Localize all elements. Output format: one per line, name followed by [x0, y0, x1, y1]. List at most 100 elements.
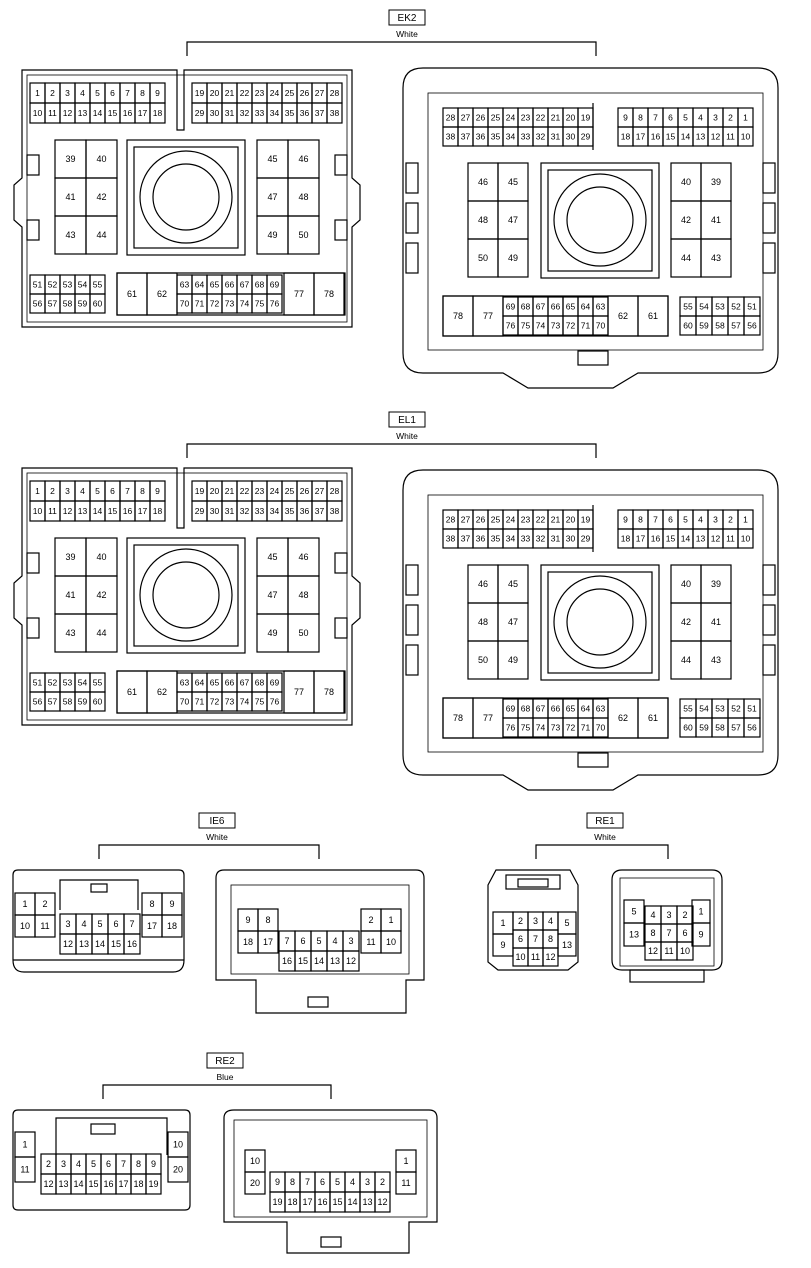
pin-number: 34: [506, 132, 516, 142]
pin-number: 54: [699, 302, 709, 312]
connector-housing: [13, 69, 361, 328]
pin-number: 66: [225, 678, 235, 688]
pin-number: 18: [153, 506, 163, 516]
pin-number: 56: [33, 299, 43, 309]
pin-number: 28: [330, 88, 340, 98]
pin-number: 24: [270, 486, 280, 496]
pin-cell: [743, 315, 761, 336]
pin-number: 51: [747, 302, 757, 312]
pin-number: 17: [147, 921, 157, 931]
pin-number: 39: [65, 154, 75, 164]
pin-number: 6: [110, 88, 115, 98]
pin-number: 50: [298, 628, 308, 638]
pin-number: 13: [78, 108, 88, 118]
pin-number: 1: [743, 113, 748, 123]
pin-number: 9: [698, 930, 703, 940]
pin-number: 49: [267, 628, 277, 638]
pin-number: 70: [180, 299, 190, 309]
pin-cell: [342, 950, 360, 972]
pin-number: 68: [521, 302, 531, 312]
pin-number: 76: [270, 697, 280, 707]
latch: [26, 617, 40, 639]
pin-number: 62: [157, 289, 167, 299]
pin-number: 4: [548, 916, 553, 926]
pin-number: 8: [140, 486, 145, 496]
pin-number: 77: [294, 289, 304, 299]
pin-number: 13: [629, 930, 639, 940]
pin-number: 17: [636, 534, 646, 544]
pin-number: 6: [518, 934, 523, 944]
terminal-frame: [126, 139, 246, 256]
pin-number: 16: [127, 939, 137, 949]
pin-number: 5: [631, 907, 636, 917]
pin-number: 16: [651, 534, 661, 544]
pin-number: 42: [96, 590, 106, 600]
pin-number: 20: [210, 88, 220, 98]
pin-number: 51: [33, 678, 43, 688]
pin-number: 65: [566, 704, 576, 714]
pin-cell: [637, 295, 669, 337]
pin-number: 46: [478, 177, 488, 187]
pin-number: 20: [210, 486, 220, 496]
pin-number: 14: [681, 534, 691, 544]
connector-code: RE1: [595, 816, 615, 827]
pin-number: 35: [285, 506, 295, 516]
pin-number: 54: [78, 678, 88, 688]
pin-number: 55: [93, 280, 103, 290]
bottom-tab: [577, 350, 609, 366]
connector-housing: [12, 1109, 191, 1211]
bottom-tab: [629, 969, 705, 983]
pin-number: 2: [42, 899, 47, 909]
pin-number: 12: [43, 1179, 53, 1189]
terminal-frame-inner: [133, 146, 239, 249]
pin-number: 17: [263, 937, 273, 947]
pin-number: 37: [315, 506, 325, 516]
pin-number: 25: [285, 88, 295, 98]
terminal-outer-circle: [553, 173, 647, 267]
connector-housing: [487, 869, 579, 971]
pin-number: 6: [682, 928, 687, 938]
pin-number: 50: [478, 253, 488, 263]
pin-number: 75: [521, 723, 531, 733]
side-tab: [405, 242, 419, 274]
pin-number: 68: [521, 704, 531, 714]
pin-number: 66: [551, 704, 561, 714]
pin-number: 8: [548, 934, 553, 944]
pin-number: 9: [623, 113, 628, 123]
pin-number: 18: [243, 937, 253, 947]
terminal-frame-inner: [133, 544, 239, 647]
pin-number: 4: [80, 88, 85, 98]
terminal-inner-circle: [566, 186, 634, 254]
pin-number: 1: [698, 907, 703, 917]
pin-number: 4: [698, 515, 703, 525]
pin-number: 16: [282, 956, 292, 966]
pin-number: 12: [63, 506, 73, 516]
pin-number: 12: [648, 946, 658, 956]
connector-housing: [402, 67, 779, 389]
pin-number: 39: [711, 177, 721, 187]
terminal-frame: [126, 537, 246, 654]
pin-number: 3: [61, 1159, 66, 1169]
pin-number: 27: [461, 515, 471, 525]
pin-number: 48: [298, 192, 308, 202]
pin-number: 9: [155, 88, 160, 98]
pin-cell: [89, 293, 106, 314]
pin-number: 61: [648, 713, 658, 723]
pin-number: 32: [536, 534, 546, 544]
pin-number: 6: [668, 113, 673, 123]
connector-bracket: [535, 844, 669, 859]
pin-cell: [326, 102, 343, 124]
pin-number: 10: [741, 132, 751, 142]
pin-number: 34: [270, 506, 280, 516]
pin-number: 30: [210, 506, 220, 516]
pin-number: 31: [551, 132, 561, 142]
pin-number: 7: [129, 919, 134, 929]
pin-number: 73: [225, 299, 235, 309]
connector-color: White: [206, 832, 228, 842]
pin-number: 36: [300, 506, 310, 516]
pin-number: 57: [48, 299, 58, 309]
terminal-frame-inner: [547, 571, 653, 674]
pin-number: 19: [581, 113, 591, 123]
pin-number: 25: [491, 515, 501, 525]
connector-color: White: [396, 29, 418, 39]
